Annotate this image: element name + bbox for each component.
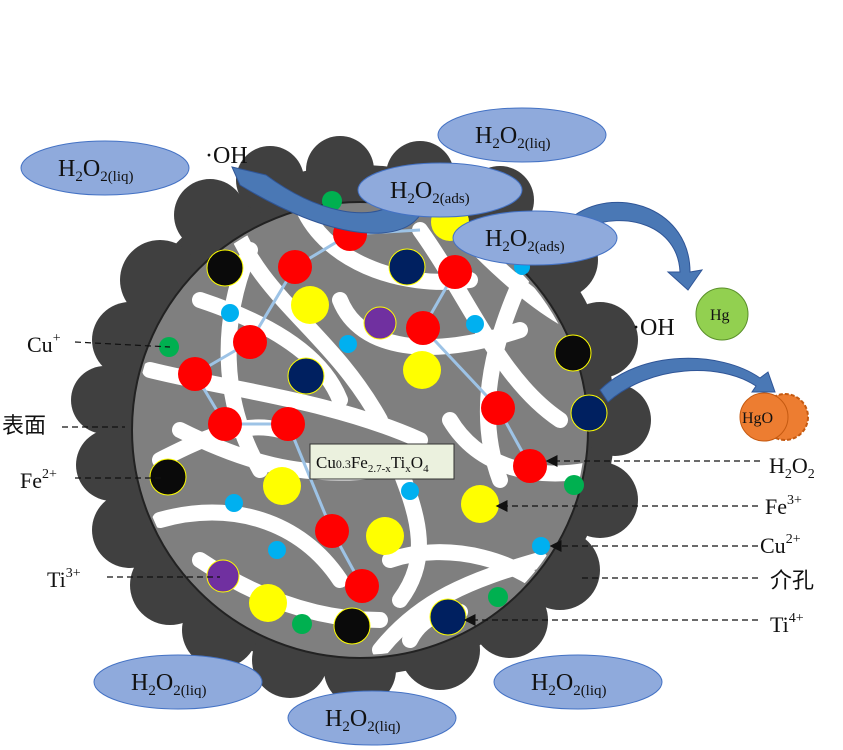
- ti4-particles: [287, 248, 608, 636]
- hydroxyl-radical-label: ·OH: [632, 315, 675, 341]
- oh-release-arrow: [231, 166, 421, 234]
- label-fe2: Fe2+: [20, 467, 57, 493]
- label-ti4: Ti4+: [770, 611, 804, 637]
- hgo-molecule: HgO: [739, 392, 809, 442]
- cu2-particles: [221, 259, 550, 559]
- svg-text:H2O2(liq): H2O2(liq): [131, 670, 207, 699]
- hydroxyl-radical-label: ·OH: [205, 143, 248, 169]
- label-cu2: Cu2+: [760, 532, 801, 558]
- reaction-arrows: [231, 166, 776, 403]
- h2o2-liq-ellipse: [493, 654, 663, 710]
- hg-atom: Hg: [695, 287, 749, 341]
- svg-text:H2O2(ads): H2O2(ads): [485, 226, 565, 255]
- h2o2-liq-ellipse: [93, 654, 263, 710]
- h2o2-liq-ellipse: [20, 140, 190, 196]
- h2o2-ellipses: [20, 107, 663, 746]
- ti3-particles: [206, 306, 397, 593]
- label-surface: 表面: [2, 413, 46, 438]
- right-labels: H2O2 Fe3+ Cu2+ 介孔 Ti4+: [463, 453, 815, 637]
- svg-text:HgO: HgO: [742, 410, 773, 427]
- svg-text:Hg: Hg: [710, 307, 730, 324]
- hg-oxidation-arrow: [599, 357, 776, 403]
- fe2-particles: [149, 249, 592, 645]
- svg-text:H2O2(liq): H2O2(liq): [58, 156, 134, 185]
- h2o2-ellipse-labels: H2O2(liq) H2O2(liq) H2O2(ads) H2O2(ads) …: [58, 123, 607, 735]
- h2o2-ads-ellipse: [357, 162, 523, 218]
- svg-text:H2O2(ads): H2O2(ads): [390, 178, 470, 207]
- svg-text:H2O2(liq): H2O2(liq): [475, 123, 551, 152]
- label-fe3: Fe3+: [765, 493, 802, 519]
- cu1-particles: [159, 191, 584, 634]
- svg-text:H2O2(liq): H2O2(liq): [325, 706, 401, 735]
- label-cu1: Cu+: [27, 331, 61, 357]
- h2o2-liq-ellipse: [437, 107, 607, 163]
- fe3-particles: [178, 217, 547, 603]
- label-h2o2: H2O2: [769, 453, 815, 482]
- h2o2-liq-ellipse: [287, 690, 457, 746]
- oh-to-hg-arrow: [574, 201, 704, 291]
- h2o2-ads-ellipse: [452, 210, 618, 266]
- label-ti3: Ti3+: [47, 566, 81, 592]
- label-mesopore: 介孔: [770, 568, 814, 593]
- svg-text:H2O2(liq): H2O2(liq): [531, 670, 607, 699]
- left-labels: Cu+ 表面 Fe2+ Ti3+: [2, 331, 220, 592]
- svg-text:Cu0.3Fe2.7-xTixO4: Cu0.3Fe2.7-xTixO4: [316, 453, 429, 475]
- core-formula-box: Cu0.3Fe2.7-xTixO4: [309, 443, 455, 480]
